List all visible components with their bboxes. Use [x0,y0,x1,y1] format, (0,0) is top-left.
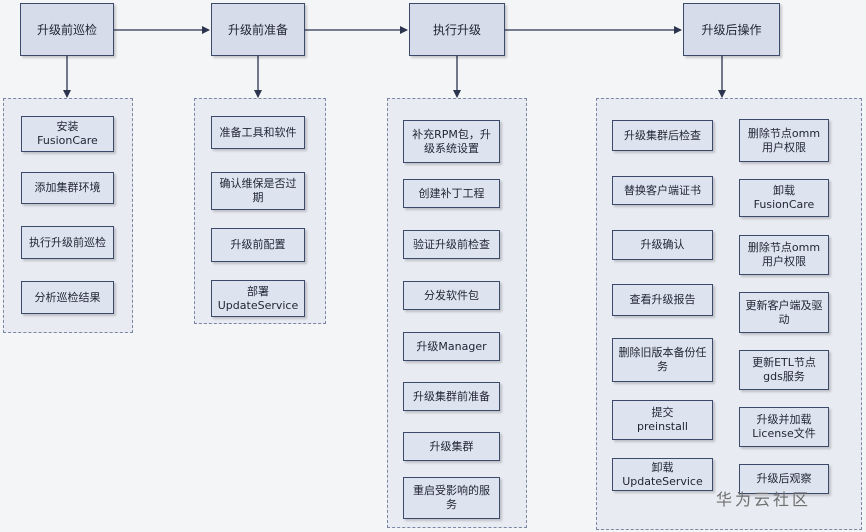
step-upgrade-cluster: 升级集群 [403,432,500,461]
step-uninstall-updateservice: 卸载 UpdateService [612,458,713,491]
step-delete-old-backup: 删除旧版本备份任务 [612,338,713,382]
step-update-etl-gds: 更新ETL节点gds服务 [739,350,829,390]
step-add-cluster-env: 添加集群环境 [21,172,114,204]
header-pre-preparation: 升级前准备 [211,3,305,56]
step-deploy-updateservice: 部署 UpdateService [211,280,305,317]
header-pre-inspection: 升级前巡检 [20,3,114,56]
step-remove-omm-permission-1: 删除节点omm用户权限 [739,119,829,162]
step-remove-omm-permission-2: 删除节点omm用户权限 [739,235,829,275]
step-restart-services: 重启受影响的服务 [403,477,500,519]
header-post-operations: 升级后操作 [683,3,780,56]
step-pre-config: 升级前配置 [211,228,305,262]
header-execute-upgrade: 执行升级 [409,3,505,56]
watermark: 华为云社区 [716,490,812,509]
step-prepare-tools: 准备工具和软件 [211,116,305,149]
step-post-observation: 升级后观察 [739,464,829,494]
step-analyze-inspection: 分析巡检结果 [21,281,114,314]
step-supplement-rpm: 补充RPM包，升级系统设置 [403,120,500,163]
step-distribute-packages: 分发软件包 [403,281,500,310]
step-commit-preinstall: 提交 preinstall [612,400,713,440]
step-upgrade-manager: 升级Manager [403,332,500,361]
step-upgrade-confirm: 升级确认 [612,230,713,260]
step-update-client-driver: 更新客户端及驱动 [739,292,829,333]
step-run-pre-inspection: 执行升级前巡检 [21,226,114,259]
step-post-cluster-check: 升级集群后检查 [612,120,713,151]
step-confirm-warranty: 确认维保是否过期 [211,172,305,210]
step-view-report: 查看升级报告 [612,284,713,316]
step-create-patch-project: 创建补丁工程 [403,179,500,208]
step-cluster-pre-upgrade: 升级集群前准备 [403,382,500,411]
step-verify-pre-check: 验证升级前检查 [403,230,500,259]
step-install-fusioncare: 安装 FusionCare [21,116,114,152]
step-load-license: 升级并加载License文件 [739,407,829,447]
step-replace-client-cert: 替换客户端证书 [612,176,713,205]
step-uninstall-fusioncare: 卸载 FusionCare [739,179,829,217]
